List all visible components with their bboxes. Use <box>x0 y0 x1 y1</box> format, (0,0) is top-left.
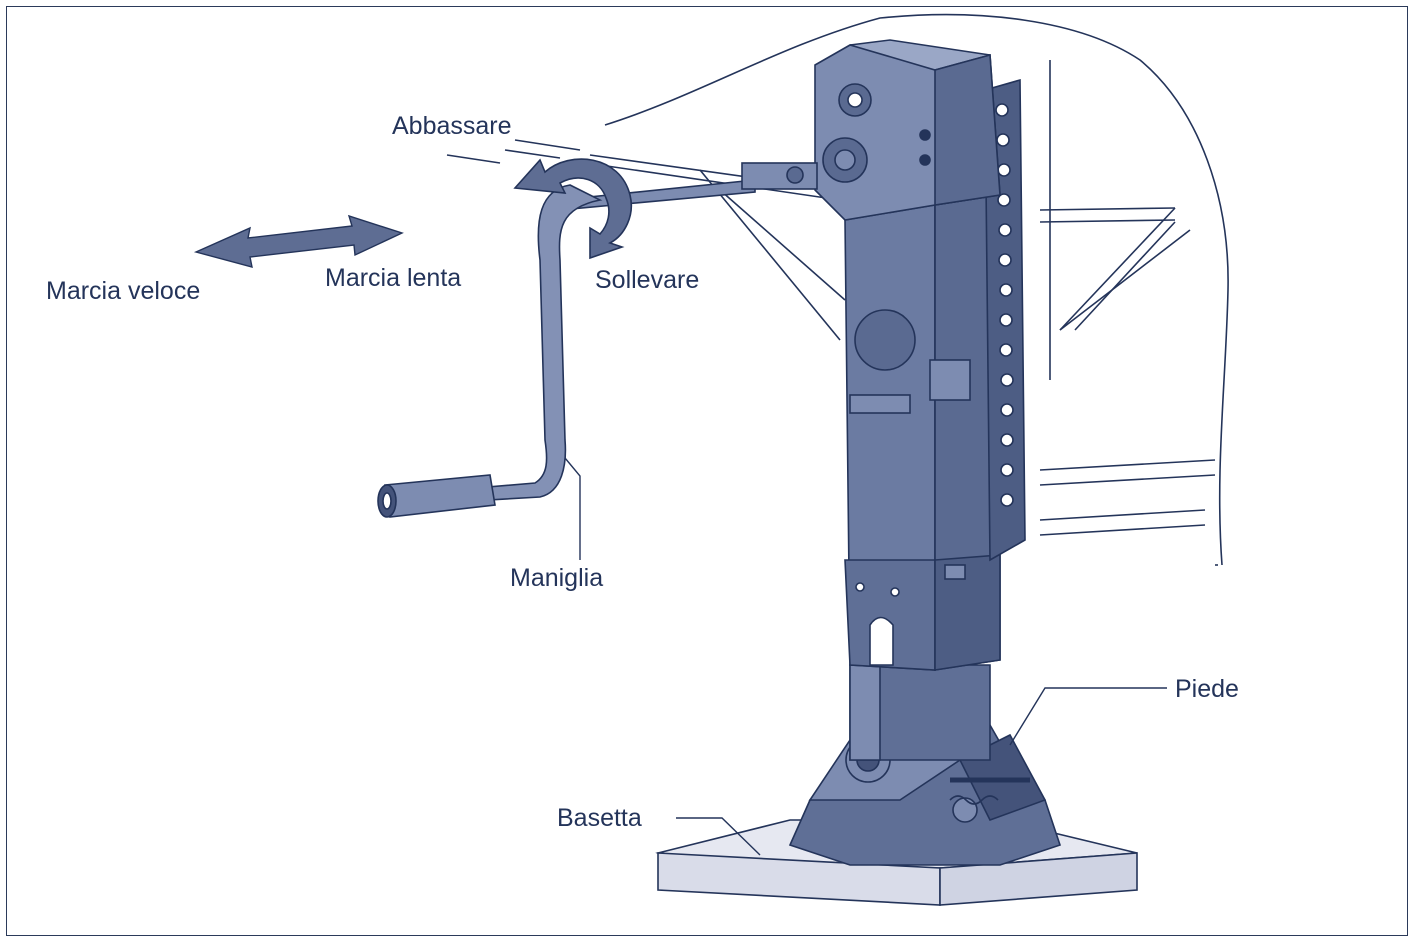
lower-direction-marks <box>446 139 581 164</box>
rotation-arrow-icon <box>513 158 632 260</box>
label-foot: Piede <box>1175 675 1239 703</box>
figure-border <box>6 6 1408 936</box>
label-raise: Sollevare <box>595 266 700 294</box>
label-fast-gear: Marcia veloce <box>46 277 201 305</box>
jack-main-column <box>844 78 1026 671</box>
label-handle: Maniglia <box>510 564 604 592</box>
jack-inner-tube <box>849 664 991 761</box>
jack-gearbox <box>814 39 1001 221</box>
trailer-frame-lines <box>589 13 1229 566</box>
gear-speed-arrow-icon <box>193 214 404 268</box>
label-base-plate: Basetta <box>557 804 642 832</box>
label-slow-gear: Marcia lenta <box>325 264 462 292</box>
label-lower: Abbassare <box>392 112 512 140</box>
leader-lines <box>564 457 1167 856</box>
crank-handle <box>377 162 818 518</box>
